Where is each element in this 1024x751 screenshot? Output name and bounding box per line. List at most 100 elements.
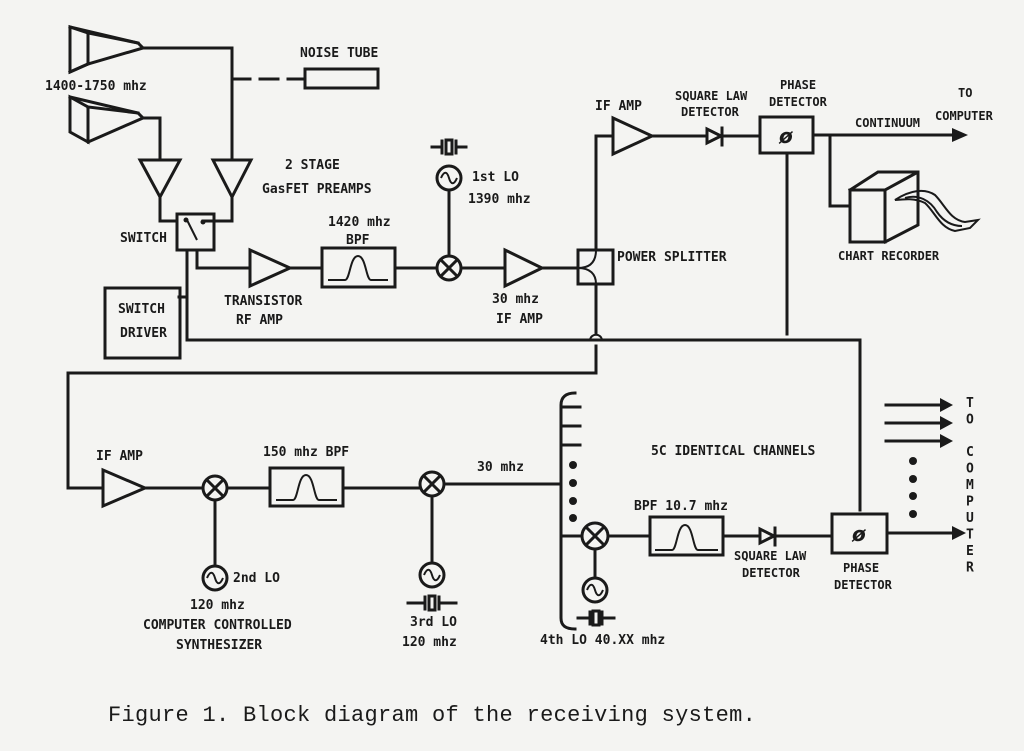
to-computer-letter: C [966,445,974,460]
wire-switch-control [185,248,862,512]
output-arrow-3-icon [940,434,953,448]
switch-label: SWITCH [120,231,167,246]
wire-crossover [589,333,603,341]
bpf-1420-label-2: BPF [346,233,370,248]
horn-band-label: 1400-1750 mhz [45,79,147,94]
lo2-freq-label: 120 mhz [190,598,245,613]
continuum-arrow-icon [952,128,968,142]
phase-bot-label-1: PHASE [843,561,879,575]
to-computer-letter: T [966,396,974,411]
bpf-150-icon [268,466,345,508]
sq-law-top-label-2: DETECTOR [681,105,740,119]
wire-splitter-up [594,134,615,252]
chart-recorder-icon [847,170,981,245]
rf-amp-label-2: RF AMP [236,313,283,328]
rf-amp-icon [248,247,294,289]
to-computer-top-label-2: COMPUTER [935,109,994,123]
continuum-label: CONTINUUM [855,116,920,130]
lo2-desc-label-2: SYNTHESIZER [176,638,262,653]
lo1-crystal-icon [430,138,468,156]
lo2-desc-label-1: COMPUTER CONTROLLED [143,618,292,633]
wire-switch-out [195,248,250,270]
if-amp-30-icon [503,247,546,289]
lo2-name-label: 2nd LO [233,571,280,586]
lo4-label: 4th LO 40.XX mhz [540,633,665,648]
to-computer-letter: E [966,544,974,559]
to-computer-letter: T [966,528,974,543]
bpf-1420-label-1: 1420 mhz [328,215,391,230]
bpf-10-7-icon [648,515,725,557]
lo2-oscillator-icon [201,564,229,592]
wire-preamp-right [201,195,234,223]
wire-horn-lower [141,116,162,162]
power-splitter-icon [576,248,615,286]
switch-driver-label-2: DRIVER [120,326,167,341]
bus-dot-3 [569,497,577,505]
output-dot-3 [909,492,917,500]
freq-30-label: 30 mhz [477,460,524,475]
wire-preamp-left [158,195,179,223]
lo3-oscillator-icon [418,561,446,589]
figure-caption: Figure 1. Block diagram of the receiving… [108,703,757,728]
to-computer-top-label-1: TO [958,86,972,100]
to-computer-letter: O [966,462,974,477]
power-splitter-label: POWER SPLITTER [617,250,727,265]
switch-icon [175,212,216,252]
to-computer-letter: R [966,561,974,576]
phase-detector-bottom-symbol: ø [851,522,866,546]
bpf-150-label: 150 mhz BPF [263,445,349,460]
chart-recorder-label: CHART RECORDER [838,249,940,263]
output-dot-2 [909,475,917,483]
channels-label: 5C IDENTICAL CHANNELS [651,444,816,459]
lo3-crystal-icon [406,594,458,612]
output-arrow-2-icon [940,416,953,430]
bpf-10-7-label: BPF 10.7 mhz [634,499,728,514]
noise-tube-label: NOISE TUBE [300,46,378,61]
phase-top-label-2: DETECTOR [769,95,828,109]
lo1-oscillator-icon [435,164,463,192]
channel-out-arrow-icon [952,526,966,540]
switch-driver-label-1: SWITCH [118,302,165,317]
lo1-label-2: 1390 mhz [468,192,531,207]
wire-splitter-down [66,282,598,490]
to-computer-letter: P [966,495,974,510]
if-amp-30-label-2: IF AMP [496,312,543,327]
output-dot-4 [909,510,917,518]
if-amp-2-icon [101,467,149,509]
wire-horn-upper [141,46,234,162]
lo4-oscillator-icon [581,576,609,604]
preamps-label-2: GasFET PREAMPS [262,182,372,197]
mixer-1-icon [435,254,463,282]
bpf-1420-icon [320,246,397,289]
bus-dot-2 [569,479,577,487]
sq-law-bot-label-1: SQUARE LAW [734,549,807,563]
horn-antenna-lower [68,94,146,145]
to-computer-letter: M [966,478,974,493]
phase-detector-top-symbol: ø [778,124,793,148]
mixer-4-icon [580,521,610,551]
noise-tube-box [303,67,380,90]
wire-chart-recorder [828,133,852,208]
switch-driver-box [103,286,182,360]
lo3-freq-label: 120 mhz [402,635,457,650]
square-law-detector-top-icon [705,126,725,147]
lo3-name-label: 3rd LO [410,615,457,630]
preamp-right-icon [210,158,254,201]
phase-top-label-1: PHASE [780,78,816,92]
square-law-detector-bottom-icon [758,526,778,547]
preamps-label-1: 2 STAGE [285,158,340,173]
phase-bot-label-2: DETECTOR [834,578,893,592]
to-computer-letter: U [966,511,974,526]
to-computer-letter: O [966,413,974,428]
output-dot-1 [909,457,917,465]
lo4-crystal-icon [576,609,616,627]
channel-bus [559,391,577,631]
lo1-label-1: 1st LO [472,170,519,185]
mixer-2-icon [201,474,229,502]
rf-amp-label-1: TRANSISTOR [224,294,302,309]
preamp-left-icon [137,158,183,201]
output-arrow-1-icon [940,398,953,412]
mixer-3-icon [418,470,446,498]
